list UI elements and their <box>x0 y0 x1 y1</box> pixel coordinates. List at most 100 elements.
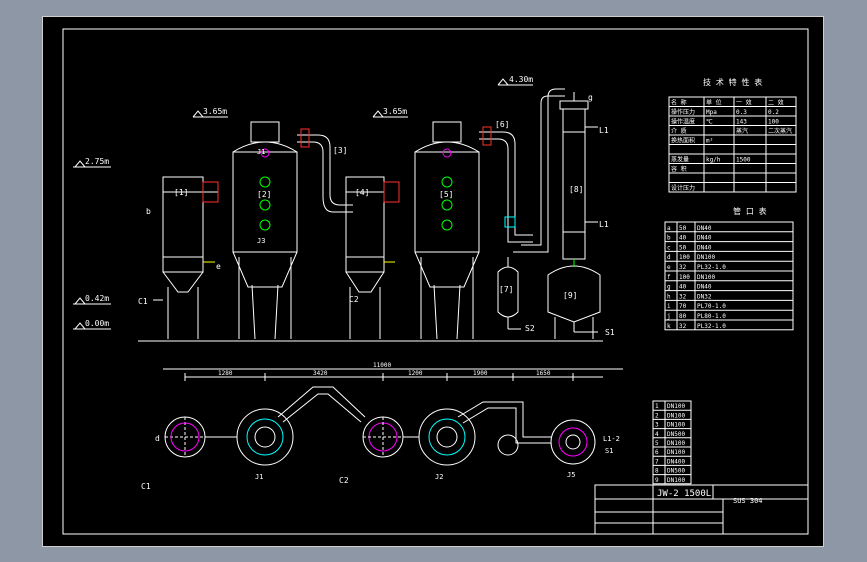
nozzle-label-g: g <box>588 93 593 102</box>
parts-table-cell: DN100 <box>667 403 685 410</box>
nozzle-table-cell: 32 <box>679 293 687 300</box>
nozzle-table-cell: i <box>667 303 671 310</box>
spec-table-cell: 名 称 <box>671 99 687 107</box>
elevation-label-e1: 3.65m <box>203 107 227 116</box>
drawing-sheet: 3.65m 3.65m 4.30m 2.75m 0.42m 0.00m <box>42 16 824 547</box>
nozzle-table-cell: PL80-1.0 <box>697 313 726 320</box>
nozzle-table-cell: DN40 <box>697 244 712 251</box>
plan-label-c1: C1 <box>141 482 151 491</box>
nozzle-table-cell: PL70-1.0 <box>697 303 726 310</box>
parts-table-cell: 8 <box>655 468 659 475</box>
plan-label-s1: S1 <box>605 447 613 455</box>
nozzle-table-cell: f <box>667 274 671 281</box>
vapor-pipe-3 <box>297 128 353 213</box>
elevation-label-e3: 4.30m <box>509 75 533 84</box>
nozzle-table-cell: DN40 <box>697 284 712 291</box>
equipment-label-5: [5] <box>439 190 453 199</box>
spec-table-cell: 操作压力 <box>671 108 695 116</box>
plan-label-j2: J2 <box>435 473 443 481</box>
parts-table-cell: 6 <box>655 449 659 456</box>
parts-table-cell: 9 <box>655 477 659 484</box>
plan-label-j5: J5 <box>567 471 575 479</box>
spec-table-cell: Mpa <box>706 109 717 116</box>
spec-table-cell: 二 效 <box>768 99 784 107</box>
nozzle-label-e: e <box>216 262 221 271</box>
elevation-label-e6: 0.00m <box>85 319 109 328</box>
nozzle-table-cell: g <box>667 284 671 291</box>
receiver-7 <box>497 257 521 330</box>
nozzle-table-cell: d <box>667 254 671 261</box>
plan-dimension-overall: 11000 <box>373 362 391 369</box>
spec-table-cell: 设计压力 <box>671 184 695 192</box>
spec-table-cell: 蒸发量 <box>671 156 689 164</box>
equipment-label-2: [2] <box>257 190 271 199</box>
elevation-marker-e2 <box>372 110 408 118</box>
nozzle-table-cell: DN40 <box>697 235 712 242</box>
elevation-marker-e6 <box>73 322 111 330</box>
nozzle-table-cell: 80 <box>679 313 687 320</box>
spec-table-cell: ℃ <box>706 119 713 126</box>
nozzle-table-cell: j <box>667 313 671 320</box>
nozzle-label-j3: J3 <box>257 237 265 245</box>
nozzle-table-cell: a <box>667 225 671 232</box>
spec-table-cell: m² <box>706 138 713 145</box>
parts-table-cell: 7 <box>655 458 659 465</box>
parts-table-cell: DN100 <box>667 412 685 419</box>
parts-table-cell: DN500 <box>667 468 685 475</box>
nozzle-table-cell: 32 <box>679 264 687 271</box>
parts-table-cell: 3 <box>655 422 659 429</box>
spec-table-cell: 一 效 <box>736 99 752 107</box>
plan-dimension-3: 1200 <box>408 370 423 377</box>
spec-table-title: 技 术 特 性 表 <box>703 77 762 87</box>
plan-dimension-4: 1900 <box>473 370 488 377</box>
nozzle-table-cell: 40 <box>679 235 687 242</box>
plan-label-j1: J1 <box>255 473 263 481</box>
equipment-label-4: [4] <box>355 188 369 197</box>
elevation-label-e4: 2.75m <box>85 157 109 166</box>
elevation-marker-e5 <box>73 297 111 305</box>
condenser-8 <box>513 88 598 260</box>
nozzle-table-cell: 50 <box>679 244 687 251</box>
nozzle-table-cell: 40 <box>679 284 687 291</box>
nozzle-table-cell: 100 <box>679 274 690 281</box>
parts-table-cell: DN100 <box>667 477 685 484</box>
elevation-label-e2: 3.65m <box>383 107 407 116</box>
spec-table-cell: kg/h <box>706 157 721 164</box>
nozzle-table-cell: h <box>667 293 671 300</box>
nozzle-label-s2: S2 <box>525 324 535 333</box>
equipment-label-1: [1] <box>174 188 188 197</box>
nozzle-label-l1-top: L1 <box>599 126 609 135</box>
plan-dimension-2: 3420 <box>313 370 328 377</box>
nozzle-label-j1: J1 <box>257 148 265 156</box>
equipment-label-3: [3] <box>333 146 347 155</box>
spec-table-cell: 100 <box>768 119 779 126</box>
tank-9 <box>547 259 601 339</box>
title-block-model: JW-2 1500L <box>657 489 711 499</box>
equipment-label-7: [7] <box>499 285 513 294</box>
spec-table-cell: 换热面积 <box>671 137 695 145</box>
parts-table-cell: 2 <box>655 412 659 419</box>
plan-view <box>164 386 596 466</box>
parts-table-cell: DN100 <box>667 440 685 447</box>
title-block <box>594 484 809 535</box>
parts-table-cell: DN100 <box>667 422 685 429</box>
parts-table-cell: 1 <box>655 403 659 410</box>
parts-table-cell: 5 <box>655 440 659 447</box>
plan-dimension-1: 1280 <box>218 370 233 377</box>
nozzle-table-cell: 70 <box>679 303 687 310</box>
title-block-material: SUS 304 <box>733 497 763 505</box>
plan-label-l1-2: L1-2 <box>603 435 620 443</box>
elevation-label-e5: 0.42m <box>85 294 109 303</box>
nozzle-table-cell: DN32 <box>697 293 712 300</box>
nozzle-label-b: b <box>146 207 151 216</box>
plan-dimension-5: 1650 <box>536 370 551 377</box>
parts-table-cell: 4 <box>655 431 659 438</box>
equipment-label-8: [8] <box>569 185 583 194</box>
nozzle-table-cell: c <box>667 244 671 251</box>
nozzle-label-l1: L1 <box>599 220 609 229</box>
vapor-pipe-6 <box>479 126 533 243</box>
nozzle-table-cell: 32 <box>679 323 687 330</box>
